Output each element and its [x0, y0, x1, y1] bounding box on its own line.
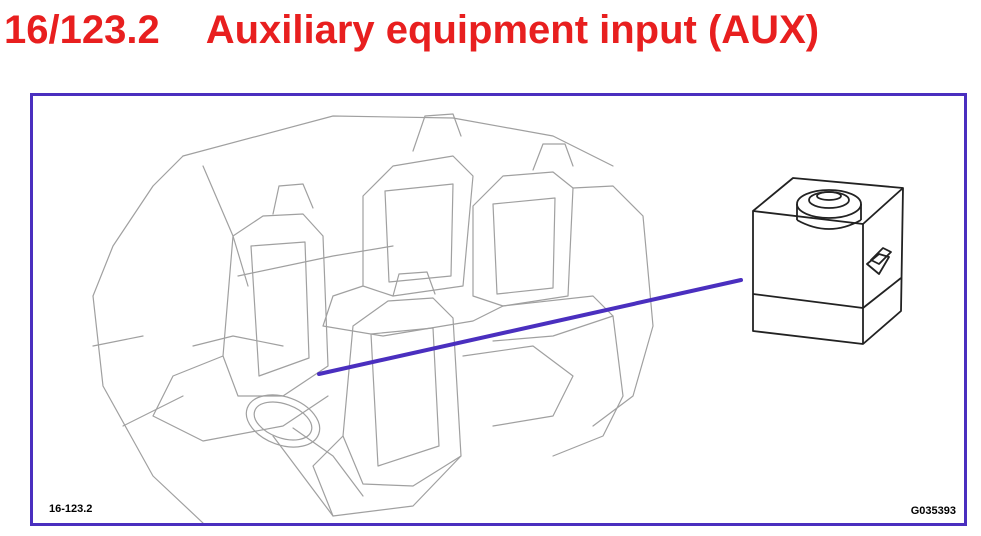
page-title: 16/123.2 Auxiliary equipment input (AUX) [4, 4, 819, 56]
aux-module-drawing [752, 177, 904, 345]
figure-caption-left: 16-123.2 [49, 503, 93, 515]
diagram-frame: 16-123.2 G035393 [30, 93, 967, 526]
leader-line [317, 278, 743, 376]
section-number: 16/123.2 [4, 8, 160, 52]
car-interior-drawing [92, 113, 654, 523]
section-title: Auxiliary equipment input (AUX) [205, 8, 820, 52]
diagram-illustration [92, 113, 904, 523]
figure-code: G035393 [910, 505, 956, 517]
